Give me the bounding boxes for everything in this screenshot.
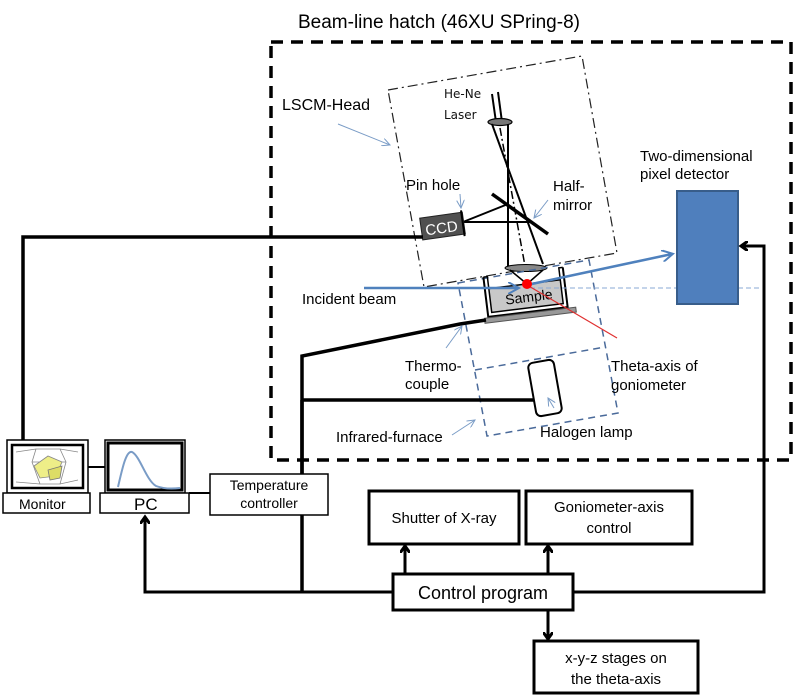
halogen-lamp xyxy=(527,358,563,418)
detector-label-1: Two-dimensional xyxy=(640,148,753,165)
infrared-furnace-boundary xyxy=(457,259,619,437)
temperature-controller-label-2: controller xyxy=(240,495,298,511)
goniometer-control-label-1: Goniometer-axis xyxy=(554,499,664,516)
half-mirror-label-2: mirror xyxy=(553,197,592,214)
xyz-stages-label-1: x-y-z stages on xyxy=(565,650,667,667)
infrared-furnace-label: Infrared-furnace xyxy=(336,429,443,446)
thermocouple-pointer xyxy=(445,326,462,349)
diffracted-beam xyxy=(526,254,672,287)
grain-image-icon xyxy=(15,448,79,485)
thermocouple-label-1: Thermo- xyxy=(405,358,462,375)
half-mirror-label-1: Half- xyxy=(553,178,585,195)
halogen-lamp-label: Halogen lamp xyxy=(540,424,633,441)
laser-tube-right xyxy=(497,91,503,123)
temperature-controller-label-1: Temperature xyxy=(230,477,309,493)
theta-axis-point xyxy=(522,279,532,289)
laser-label-2: Laser xyxy=(444,108,477,122)
laser-lens xyxy=(487,117,513,127)
pc: PC xyxy=(99,439,190,514)
incident-beam-label: Incident beam xyxy=(302,291,396,308)
thermocouple-label-2: couple xyxy=(405,376,449,393)
goniometer-control-label-2: control xyxy=(586,520,631,537)
lscm-head-label: LSCM-Head xyxy=(282,97,370,114)
control-to-pc-arrow xyxy=(145,518,393,594)
ccd-label: CCD xyxy=(424,218,459,239)
temperature-controller-box xyxy=(209,473,329,516)
temperature-curve xyxy=(117,451,181,490)
control-program-label: Control program xyxy=(418,583,548,603)
ccd-monitor-wire xyxy=(21,235,423,440)
shutter-box xyxy=(367,489,521,546)
theta-axis-label-1: Theta-axis of xyxy=(611,358,699,375)
laser-tube-left xyxy=(491,93,497,123)
pin-hole-pointer xyxy=(460,193,461,208)
shutter-label: Shutter of X-ray xyxy=(391,510,497,527)
reflected-ray-upper xyxy=(462,203,509,223)
lscm-head-boundary xyxy=(387,55,618,288)
pixel-detector xyxy=(676,190,739,305)
xyz-stages-box xyxy=(532,639,700,695)
furnace-inner-divider xyxy=(474,346,606,371)
detector-label-2: pixel detector xyxy=(640,166,729,183)
xyz-stages-label-2: the theta-axis xyxy=(571,671,661,688)
half-mirror xyxy=(490,192,550,236)
hatch-title: Beam-line hatch (46XU SPring-8) xyxy=(298,12,580,33)
lscm-pointer-arrow xyxy=(337,123,390,145)
halogen-pointer xyxy=(548,398,554,409)
ccd-camera: CCD xyxy=(419,210,466,241)
goniometer-control-box xyxy=(524,489,694,546)
control-to-detector-arrow xyxy=(573,246,766,594)
optical-axis xyxy=(499,127,526,267)
beamline-hatch-boundary xyxy=(269,40,793,462)
half-mirror-pointer xyxy=(534,199,549,218)
laser-ray-left xyxy=(491,123,544,265)
monitor-label: Monitor xyxy=(19,496,66,512)
pc-label: PC xyxy=(134,495,158,514)
laser-label-1: He-Ne xyxy=(444,87,481,101)
pin-hole-label: Pin hole xyxy=(406,177,460,194)
furnace-pointer xyxy=(451,420,475,436)
monitor: Monitor xyxy=(2,439,91,514)
theta-axis-label-2: goniometer xyxy=(611,377,686,394)
theta-axis-pointer xyxy=(526,284,618,339)
